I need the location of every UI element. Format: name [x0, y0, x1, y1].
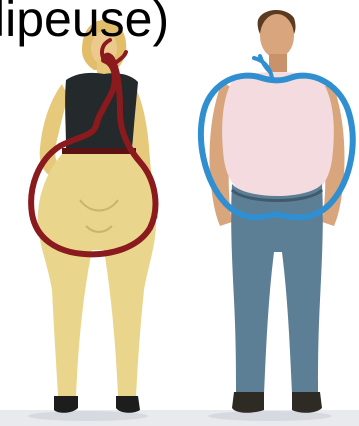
- man-left-shoe: [232, 392, 264, 413]
- man-face: [260, 14, 294, 58]
- caption-text: lipeuse): [0, 0, 169, 44]
- woman-belt: [62, 148, 136, 155]
- man-shadow: [208, 411, 332, 421]
- man-neck: [269, 54, 287, 72]
- woman-pear-shape-figure: [38, 20, 158, 413]
- woman-right-shoe: [116, 396, 140, 413]
- woman-left-shoe: [54, 396, 78, 413]
- woman-pants: [38, 154, 156, 396]
- man-right-shoe: [292, 392, 322, 413]
- man-shirt: [222, 72, 334, 204]
